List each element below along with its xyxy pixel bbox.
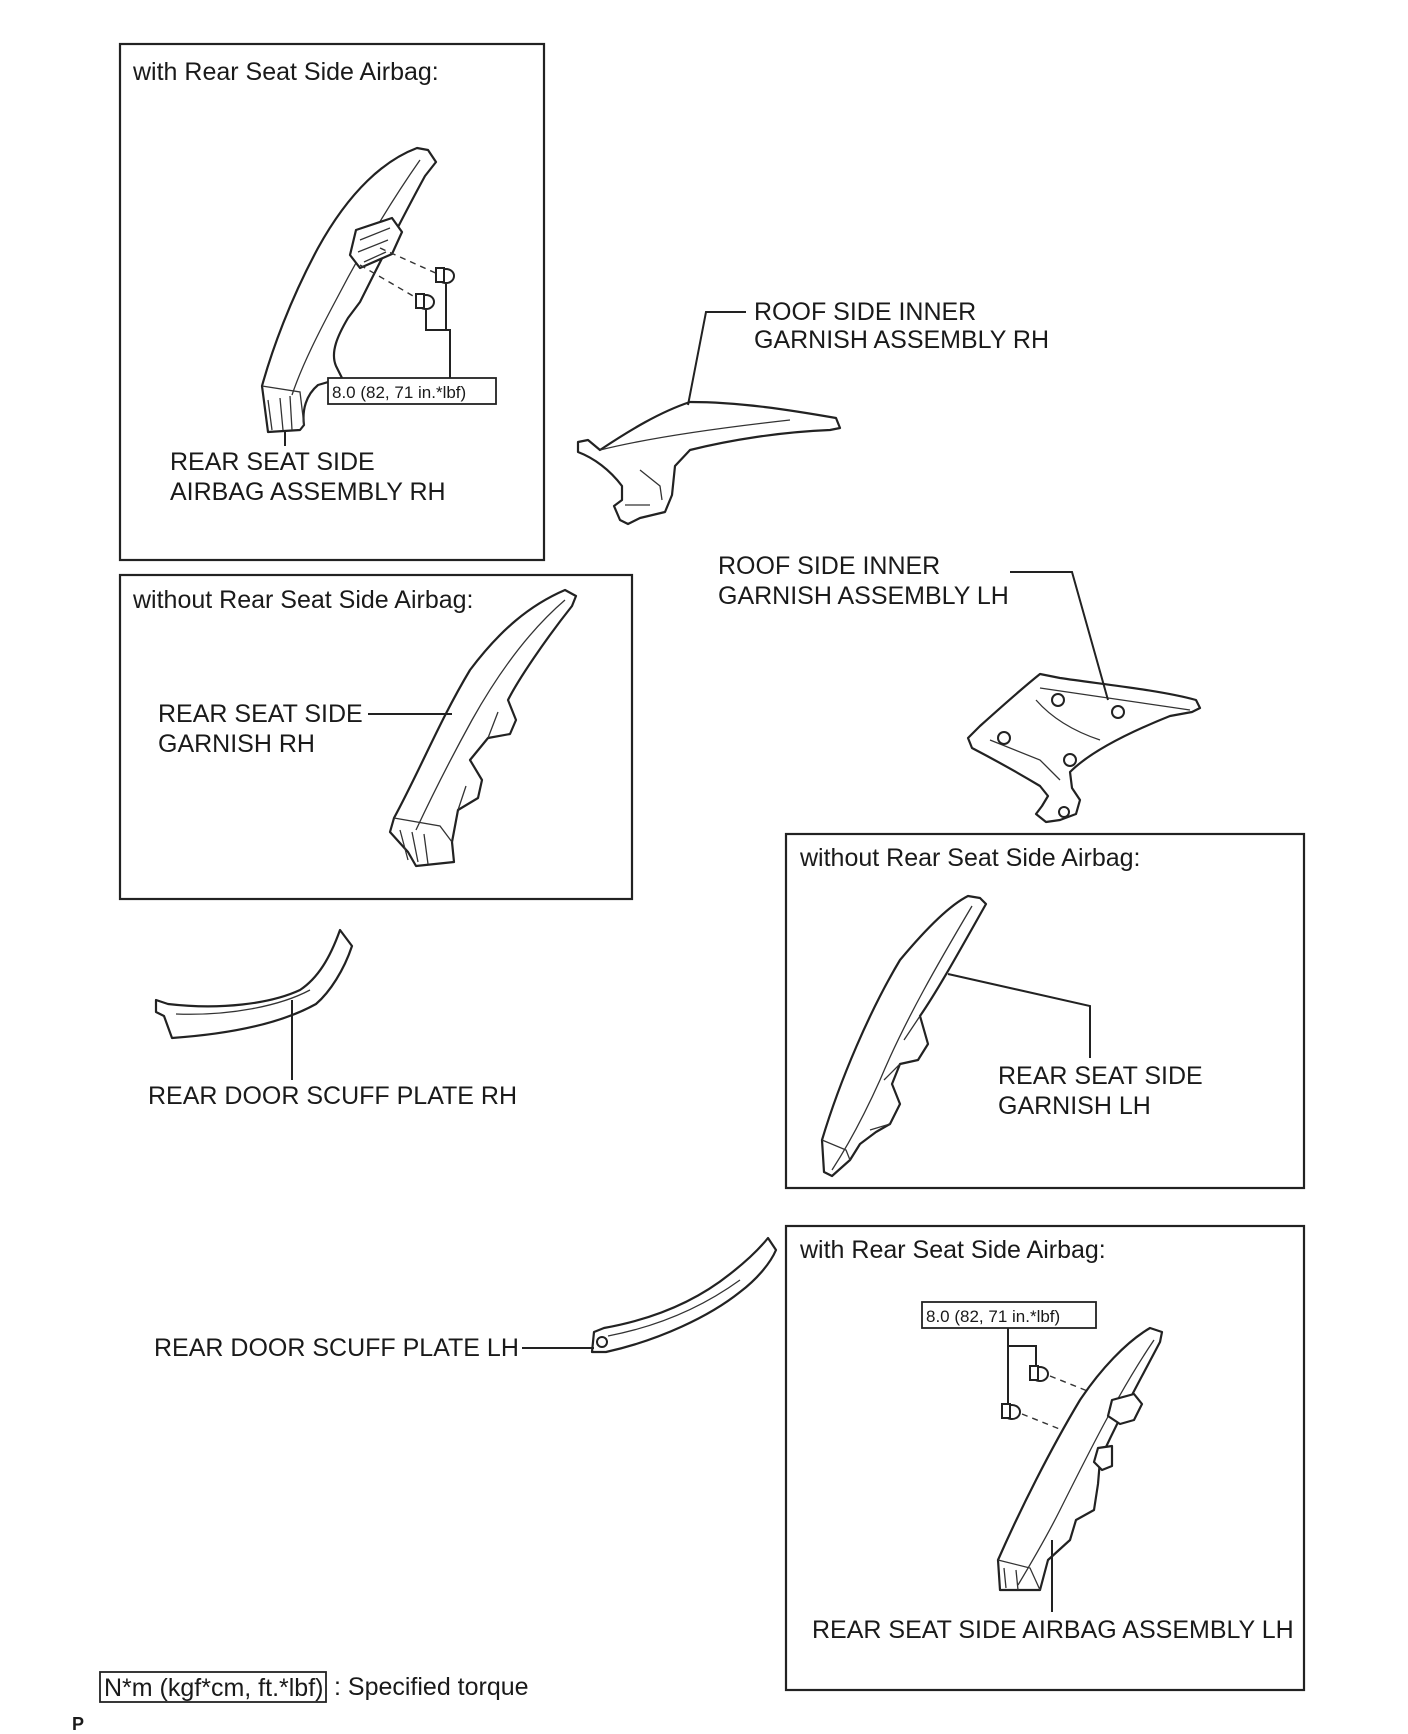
label-scuff-rh: REAR DOOR SCUFF PLATE RH: [148, 1082, 517, 1110]
scuff-plate-lh-group: REAR DOOR SCUFF PLATE LH: [154, 1236, 778, 1362]
label-airbag-lh: REAR SEAT SIDE AIRBAG ASSEMBLY LH: [812, 1616, 1294, 1644]
label-airbag-rh-line2: AIRBAG ASSEMBLY RH: [170, 478, 446, 506]
roof-side-garnish-lh-group: ROOF SIDE INNER GARNISH ASSEMBLY LH: [718, 552, 1202, 824]
roof-side-garnish-lh-part: [966, 672, 1202, 824]
box-lh-without-airbag-title: without Rear Seat Side Airbag:: [799, 844, 1140, 872]
bolt-icon: [1029, 1365, 1049, 1382]
label-garnish-rh-line1: REAR SEAT SIDE: [158, 700, 363, 728]
label-scuff-lh: REAR DOOR SCUFF PLATE LH: [154, 1334, 519, 1362]
bolt-icon: [1001, 1403, 1021, 1420]
box-rh-with-airbag: with Rear Seat Side Airbag: 8.0 (82, 71 …: [118, 42, 546, 562]
legend-unit: N*m (kgf*cm, ft.*lbf): [104, 1674, 323, 1702]
scuff-plate-rh-group: REAR DOOR SCUFF PLATE RH: [148, 928, 517, 1110]
torque-spec-lh: 8.0 (82, 71 in.*lbf): [926, 1307, 1060, 1326]
rear-seat-side-airbag-lh-part: [996, 1326, 1164, 1592]
box-lh-with-airbag: with Rear Seat Side Airbag: 8.0 (82, 71 …: [784, 1224, 1306, 1692]
roof-side-garnish-rh-group: ROOF SIDE INNER GARNISH ASSEMBLY RH: [576, 298, 1049, 526]
label-airbag-rh-line1: REAR SEAT SIDE: [170, 448, 375, 476]
torque-spec-rh: 8.0 (82, 71 in.*lbf): [332, 383, 466, 402]
bolt-icon: [435, 267, 455, 284]
label-garnish-lh-line2: GARNISH LH: [998, 1092, 1151, 1120]
box-rh-without-airbag-title: without Rear Seat Side Airbag:: [132, 586, 473, 614]
torque-legend: N*m (kgf*cm, ft.*lbf) : Specified torque: [99, 1671, 529, 1703]
corner-mark: P: [72, 1714, 84, 1734]
rear-door-scuff-plate-lh-part: [590, 1236, 778, 1354]
box-rh-without-airbag: without Rear Seat Side Airbag: REAR SEAT…: [118, 573, 634, 901]
box-rh-with-airbag-title: with Rear Seat Side Airbag:: [132, 58, 439, 86]
label-roof-rh-line2: GARNISH ASSEMBLY RH: [754, 326, 1049, 354]
label-roof-lh-line2: GARNISH ASSEMBLY LH: [718, 582, 1009, 610]
box-lh-without-airbag: without Rear Seat Side Airbag: REAR SEAT…: [784, 832, 1306, 1190]
rear-seat-side-garnish-lh-part: [820, 894, 988, 1178]
rear-door-scuff-plate-rh-part: [154, 928, 354, 1040]
label-roof-lh-line1: ROOF SIDE INNER: [718, 552, 940, 580]
roof-side-garnish-rh-part: [576, 400, 842, 526]
bolt-icon: [415, 293, 435, 310]
legend-text: : Specified torque: [334, 1673, 529, 1701]
box-lh-with-airbag-title: with Rear Seat Side Airbag:: [799, 1236, 1106, 1264]
label-garnish-rh-line2: GARNISH RH: [158, 730, 315, 758]
label-garnish-lh-line1: REAR SEAT SIDE: [998, 1062, 1203, 1090]
label-roof-rh-line1: ROOF SIDE INNER: [754, 298, 976, 326]
